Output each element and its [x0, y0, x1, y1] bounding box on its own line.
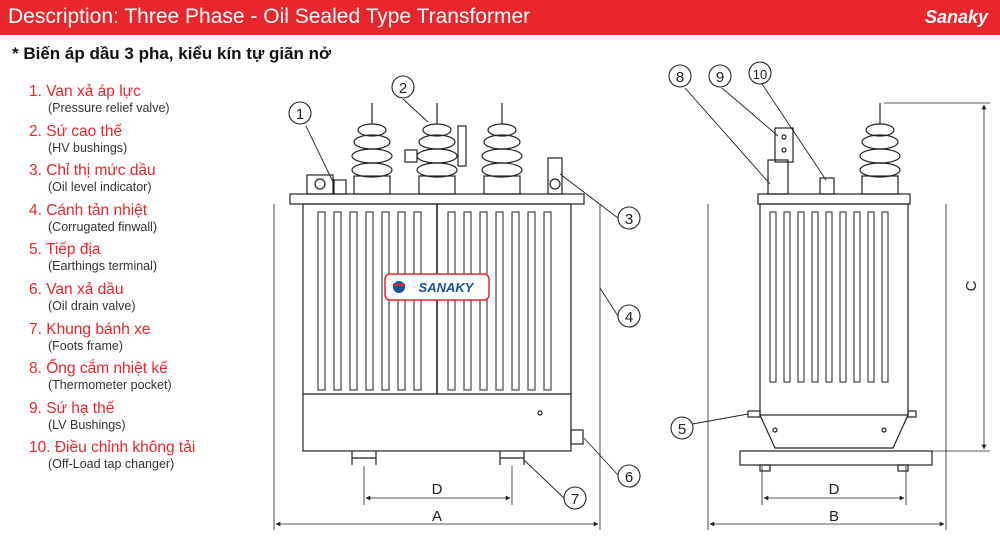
legend-sub: (Off-Load tap changer): [48, 457, 175, 472]
legend-item: 2. Sứ cao thế (HV bushings): [29, 122, 259, 162]
callout-2-label: 2: [399, 80, 407, 97]
side-tap-changer: [819, 177, 835, 195]
legend-label: 10. Điều chỉnh không tải: [29, 439, 196, 457]
legend-sub: (Oil drain valve): [48, 298, 136, 313]
callout-8-label: 8: [676, 69, 684, 86]
callout-9-label: 9: [716, 69, 724, 86]
brand-name: Sanaky: [924, 7, 988, 27]
legend-item: 4. Cánh tản nhiệt (Corrugated finwall): [29, 201, 259, 241]
side-fins: [769, 211, 889, 383]
side-tank-bottom: [759, 414, 909, 449]
front-foot-right: [499, 451, 525, 465]
subtitle: * Biến áp dầu 3 pha, kiểu kín tự giãn nở: [12, 44, 332, 63]
callout-1: [288, 101, 312, 125]
front-hv-bushing-right: [481, 103, 523, 195]
legend-item: 7. Khung bánh xe (Foots frame): [29, 320, 259, 360]
sanaky-logo: SANAKY: [384, 273, 490, 301]
side-dim-d-label: D: [829, 481, 840, 498]
legend-sub: (Pressure relief valve): [48, 101, 170, 115]
legend-item: 1. Van xả áp lực (Pressure relief valve): [29, 82, 259, 122]
side-thermometer-pocket: [767, 159, 789, 195]
component-legend: 1. Van xả áp lực (Pressure relief valve)…: [29, 82, 259, 478]
callout-4: [617, 304, 641, 328]
side-dim-b-label: B: [829, 508, 839, 525]
side-dim-c-label: C: [963, 280, 980, 291]
callout-9: [708, 64, 732, 88]
front-cover-plate: [289, 193, 585, 205]
callout-10: [748, 61, 772, 85]
side-hv-bushing: [859, 103, 901, 195]
legend-item: 9. Sứ hạ thế (LV Bushings): [29, 399, 259, 439]
legend-label: 1. Van xả áp lực: [29, 83, 141, 100]
legend-label: 2. Sứ cao thế: [29, 122, 123, 140]
callout-7: [563, 486, 587, 510]
front-foot-left: [351, 451, 377, 465]
side-cover-plate: [757, 193, 911, 205]
legend-sub: (Foots frame): [48, 338, 124, 353]
callout-5: [670, 416, 694, 440]
front-view: [273, 103, 601, 530]
legend-item: 8. Ống cắm nhiệt kế (Thermometer pocket): [29, 359, 259, 399]
front-pressure-valve: [333, 179, 347, 195]
callout-8: [668, 64, 692, 88]
logo-text: SANAKY: [419, 280, 475, 295]
legend-label: 8. Ống cắm nhiệt kế: [29, 360, 168, 378]
side-tank: [759, 203, 909, 416]
legend-item: 6. Van xả dầu (Oil drain valve): [29, 280, 259, 320]
front-fins: [317, 211, 552, 391]
callout-4-label: 4: [625, 309, 633, 326]
callout-6-label: 6: [625, 469, 633, 486]
legend-sub: (HV bushings): [48, 140, 128, 155]
front-dim-d-label: D: [432, 481, 443, 498]
callout-3-label: 3: [625, 211, 633, 228]
leader-lines: [305, 83, 827, 499]
legend-sub: (Earthings terminal): [48, 259, 158, 274]
legend-label: 7. Khung bánh xe: [29, 320, 151, 338]
callout-6: [617, 464, 641, 488]
legend-label: 6. Van xả dầu: [29, 280, 124, 298]
legend-item: 10. Điều chỉnh không tải (Off-Load tap c…: [29, 438, 259, 478]
callout-5-label: 5: [678, 421, 686, 438]
callout-2: [391, 75, 415, 99]
legend-label: 9. Sứ hạ thế: [29, 399, 115, 417]
front-dim-a-label: A: [432, 508, 442, 525]
legend-label: 5. Tiếp địa: [29, 241, 101, 259]
header-bar: Description: Three Phase - Oil Sealed Ty…: [0, 0, 1000, 35]
legend-sub: (LV Bushings): [48, 417, 126, 432]
callout-1-label: 1: [296, 106, 304, 123]
side-earthing-terminal: [747, 410, 761, 418]
side-view: [707, 102, 990, 530]
front-drain-valve: [570, 429, 584, 445]
legend-label: 4. Cánh tản nhiệt: [29, 201, 148, 219]
legend-label: 3. Chỉ thị mức dầu: [29, 162, 156, 180]
legend-sub: (Thermometer pocket): [48, 378, 172, 393]
legend-item: 3. Chỉ thị mức dầu (Oil level indicator): [29, 161, 259, 201]
legend-sub: (Oil level indicator): [48, 180, 152, 195]
callout-3: [617, 206, 641, 230]
front-hv-bushing-middle: [404, 103, 467, 195]
legend-item: 5. Tiếp địa (Earthings terminal): [29, 240, 259, 280]
callout-10-label: 10: [753, 67, 767, 82]
page-title: Description: Three Phase - Oil Sealed Ty…: [8, 5, 531, 28]
legend-sub: (Corrugated finwall): [48, 219, 158, 234]
side-lv-bushing: [774, 127, 794, 163]
callout-7-label: 7: [571, 491, 579, 508]
front-hv-bushing-left: [351, 103, 393, 195]
side-foot-frame: [739, 450, 933, 466]
